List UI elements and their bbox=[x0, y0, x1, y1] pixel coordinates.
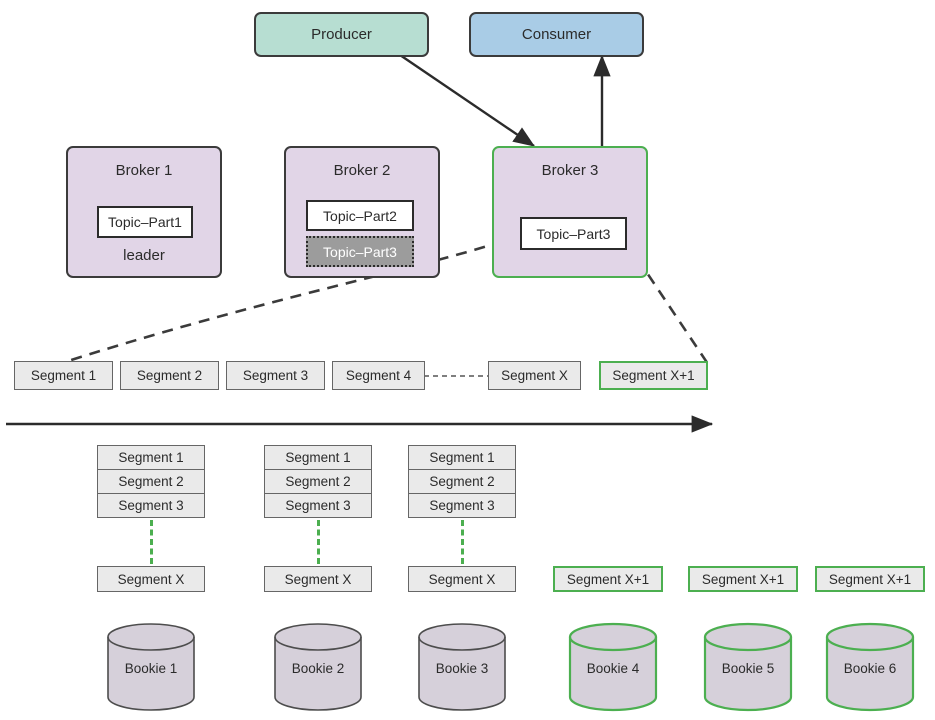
broker-1-footer: leader bbox=[123, 246, 165, 264]
bookie-2-segment-gap-connector bbox=[317, 520, 320, 564]
timeline-segment-1-label: Segment 1 bbox=[30, 368, 97, 383]
bookie-5-segment-x-plus-1-label: Segment X+1 bbox=[701, 571, 785, 587]
consumer-label: Consumer bbox=[521, 25, 592, 43]
broker-3-partition-topic-part3[interactable]: Topic–Part3 bbox=[520, 217, 627, 250]
broker-1-partition-topic-part1[interactable]: Topic–Part1 bbox=[97, 206, 193, 238]
bookie-1-segment-1[interactable]: Segment 1 bbox=[97, 445, 205, 470]
producer-label: Producer bbox=[311, 25, 372, 43]
bookie-cylinder-1 bbox=[107, 623, 195, 711]
bookie-cylinder-6 bbox=[825, 622, 915, 712]
timeline-segment-x[interactable]: Segment X bbox=[488, 361, 581, 390]
bookie-1[interactable]: Bookie 1 bbox=[108, 617, 194, 697]
bookie-5-segment-x-plus-1[interactable]: Segment X+1 bbox=[688, 566, 798, 592]
bookie-2-segment-1-label: Segment 1 bbox=[285, 450, 351, 465]
bookie-6[interactable]: Bookie 6 bbox=[827, 617, 913, 697]
broker-3-node[interactable]: Broker 3 bbox=[492, 146, 648, 278]
bookie-1-segment-gap-connector bbox=[150, 520, 153, 564]
timeline-segment-3-label: Segment 3 bbox=[242, 368, 309, 383]
bookie-2-segment-x[interactable]: Segment X bbox=[264, 566, 372, 592]
bookie-6-segment-x-plus-1-label: Segment X+1 bbox=[828, 571, 912, 587]
broker-2-partition-topic-part2[interactable]: Topic–Part2 bbox=[306, 200, 414, 231]
bookie-1-segment-1-label: Segment 1 bbox=[118, 450, 184, 465]
bookie-3-segment-1[interactable]: Segment 1 bbox=[408, 445, 516, 470]
bookie-4[interactable]: Bookie 4 bbox=[570, 617, 656, 697]
bookie-cylinder-5 bbox=[703, 622, 793, 712]
broker-3-partition-label: Topic–Part3 bbox=[536, 225, 611, 242]
bookie-6-segment-x-plus-1[interactable]: Segment X+1 bbox=[815, 566, 925, 592]
timeline-segment-4[interactable]: Segment 4 bbox=[332, 361, 425, 390]
bookie-cylinder-2 bbox=[274, 623, 362, 711]
bookie-1-segment-2[interactable]: Segment 2 bbox=[97, 469, 205, 494]
bookie-2-segment-3[interactable]: Segment 3 bbox=[264, 493, 372, 518]
bookie-2-segment-x-label: Segment X bbox=[284, 571, 352, 587]
bookie-5[interactable]: Bookie 5 bbox=[705, 617, 791, 697]
bookie-2-segment-2[interactable]: Segment 2 bbox=[264, 469, 372, 494]
broker-2-title: Broker 2 bbox=[333, 162, 391, 179]
bookie-3-segment-1-label: Segment 1 bbox=[429, 450, 495, 465]
timeline-segment-2-label: Segment 2 bbox=[136, 368, 203, 383]
timeline-segment-x-plus-1-label: Segment X+1 bbox=[612, 368, 695, 383]
timeline-segment-x-label: Segment X bbox=[501, 368, 568, 383]
bookie-3-segment-2-label: Segment 2 bbox=[429, 474, 495, 489]
timeline-segment-4-label: Segment 4 bbox=[345, 368, 412, 383]
bookie-6-label: Bookie 6 bbox=[843, 661, 897, 676]
bookie-1-segment-x-label: Segment X bbox=[117, 571, 185, 587]
bookie-3[interactable]: Bookie 3 bbox=[419, 617, 505, 697]
bookie-1-segment-x[interactable]: Segment X bbox=[97, 566, 205, 592]
bookie-3-label: Bookie 3 bbox=[435, 661, 489, 676]
bookie-3-segment-x[interactable]: Segment X bbox=[408, 566, 516, 592]
bookie-3-segment-2[interactable]: Segment 2 bbox=[408, 469, 516, 494]
broker-1-partition-label: Topic–Part1 bbox=[108, 214, 182, 230]
broker-2-partition-2-label: Topic–Part2 bbox=[323, 207, 397, 224]
bookie-cylinder-4 bbox=[568, 622, 658, 712]
broker-1-title: Broker 1 bbox=[115, 162, 173, 179]
broker-2-partition-3-label: Topic–Part3 bbox=[323, 243, 397, 260]
timeline-segment-1[interactable]: Segment 1 bbox=[14, 361, 113, 390]
bookie-2-segment-1[interactable]: Segment 1 bbox=[264, 445, 372, 470]
edge-producer-to-broker3 bbox=[399, 54, 535, 147]
bookie-3-segment-3[interactable]: Segment 3 bbox=[408, 493, 516, 518]
producer-node[interactable]: Producer bbox=[254, 12, 429, 57]
bookie-cylinder-3 bbox=[418, 623, 506, 711]
edge-part3-to-segment1 bbox=[24, 233, 522, 377]
bookie-4-label: Bookie 4 bbox=[586, 661, 640, 676]
bookie-3-segment-gap-connector bbox=[461, 520, 464, 564]
bookie-1-segment-3-label: Segment 3 bbox=[118, 498, 184, 513]
bookie-1-segment-3[interactable]: Segment 3 bbox=[97, 493, 205, 518]
bookie-2-segment-2-label: Segment 2 bbox=[285, 474, 351, 489]
bookie-4-segment-x-plus-1[interactable]: Segment X+1 bbox=[553, 566, 663, 592]
bookie-2-segment-3-label: Segment 3 bbox=[285, 498, 351, 513]
bookie-2[interactable]: Bookie 2 bbox=[275, 617, 361, 697]
timeline-segment-2[interactable]: Segment 2 bbox=[120, 361, 219, 390]
broker-2-partition-topic-part3-ghost[interactable]: Topic–Part3 bbox=[306, 236, 414, 267]
broker-3-title: Broker 3 bbox=[541, 162, 599, 179]
bookie-1-segment-2-label: Segment 2 bbox=[118, 474, 184, 489]
bookie-2-label: Bookie 2 bbox=[291, 661, 345, 676]
timeline-segment-x-plus-1[interactable]: Segment X+1 bbox=[599, 361, 708, 390]
bookie-5-label: Bookie 5 bbox=[721, 661, 775, 676]
timeline-segment-3[interactable]: Segment 3 bbox=[226, 361, 325, 390]
bookie-1-label: Bookie 1 bbox=[124, 661, 178, 676]
consumer-node[interactable]: Consumer bbox=[469, 12, 644, 57]
bookie-4-segment-x-plus-1-label: Segment X+1 bbox=[566, 571, 650, 587]
bookie-3-segment-3-label: Segment 3 bbox=[429, 498, 495, 513]
bookie-3-segment-x-label: Segment X bbox=[428, 571, 496, 587]
